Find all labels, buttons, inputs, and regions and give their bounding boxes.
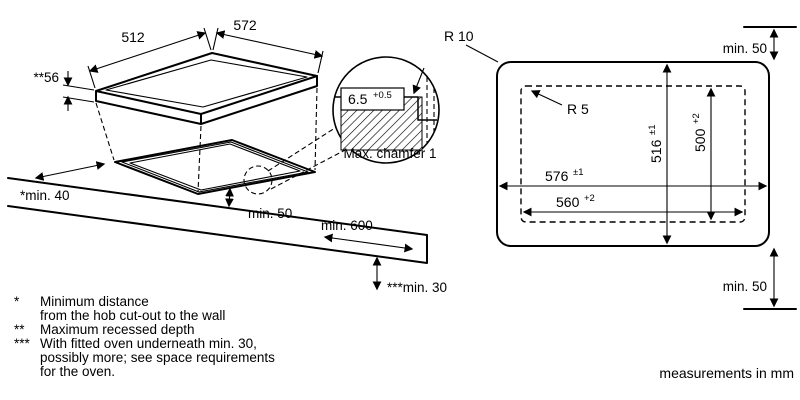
worktop-outline xyxy=(7,177,428,264)
dim-min40-label: *min. 40 xyxy=(20,188,70,203)
detail-source-circle xyxy=(243,165,273,195)
dim-min-50-front: min. 50 xyxy=(225,187,292,221)
footnote-line: from the hob cut-out to the wall xyxy=(40,308,225,323)
hob-perspective-drawing: 512 572 **56 *min. 40 xyxy=(7,17,447,379)
dim-500-label: 500 xyxy=(692,128,708,152)
dim-min-30: ***min. 30 xyxy=(372,256,447,295)
footnote-line: possibly more; see space requirements xyxy=(40,350,275,365)
detail-connector-lines xyxy=(267,125,348,190)
chamfer-arrow xyxy=(412,67,425,95)
dim-512-label: 512 xyxy=(121,29,145,45)
chamfer-note-label: Max. chamfer 1 xyxy=(343,146,436,161)
cutout-inner-rect xyxy=(520,85,746,223)
dim-min50-top-label: min. 50 xyxy=(723,41,767,56)
units-note: measurements in mm xyxy=(659,365,794,381)
chamfer-detail: 6.5 +0.5 Max. chamfer 1 xyxy=(332,56,440,164)
footnote-marker-2: ** xyxy=(14,322,25,337)
dim-recessed-depth: **56 xyxy=(33,70,95,111)
footnote-marker-3: *** xyxy=(14,336,31,351)
cutout-top-view: R 10 R 5 576 ±1 560 +2 516 ±1 xyxy=(444,26,797,381)
radius-outer-callout: R 10 xyxy=(444,28,499,63)
footnote-line: for the oven. xyxy=(40,364,115,379)
footnote-marker-1: * xyxy=(14,294,20,309)
footnote-line: With fitted oven underneath min. 30, xyxy=(40,336,257,351)
chamfer-tolerance-label: +0.5 xyxy=(373,90,392,101)
projection-lines xyxy=(95,87,318,193)
dim-560-label: 560 xyxy=(556,194,580,210)
cutout-outer-rect xyxy=(496,61,770,247)
dim-516-tol: ±1 xyxy=(647,125,658,136)
worktop-cutout-outline xyxy=(114,139,316,195)
dim-min30-label: ***min. 30 xyxy=(387,280,447,295)
dim-hob-width: 572 xyxy=(212,17,324,74)
dim-500-tol: +2 xyxy=(691,113,702,124)
dim-min50-bottom-label: min. 50 xyxy=(723,279,767,294)
dim-inner-width: 560 +2 xyxy=(522,193,744,217)
dim-outer-width: 576 ±1 xyxy=(498,167,768,191)
r10-label: R 10 xyxy=(444,28,474,44)
hob-outline xyxy=(95,52,318,125)
footnotes: * Minimum distance from the hob cut-out … xyxy=(14,294,275,379)
dim-572-label: 572 xyxy=(233,17,257,33)
dim-min-40: *min. 40 xyxy=(20,161,106,203)
footnote-line: Minimum distance xyxy=(40,294,149,309)
hob-edge-dashed xyxy=(426,77,435,143)
dim-576-label: 576 xyxy=(545,168,569,184)
dim-min-600: min. 600 xyxy=(321,218,414,253)
footnote-line: Maximum recessed depth xyxy=(40,322,195,337)
dim-min50-front-label: min. 50 xyxy=(248,206,292,221)
dim-hob-depth: 512 xyxy=(87,27,212,89)
dim-inner-height: 500 +2 xyxy=(691,87,716,221)
dim-576-tol: ±1 xyxy=(573,167,584,178)
dim-outer-height: 516 ±1 xyxy=(647,63,672,245)
dim-min50-top: min. 50 xyxy=(723,26,797,61)
dim-56-label: **56 xyxy=(33,70,59,85)
dim-560-tol: +2 xyxy=(584,193,595,204)
dim-516-label: 516 xyxy=(648,139,664,163)
dim-min50-bottom: min. 50 xyxy=(723,247,797,310)
chamfer-value-label: 6.5 xyxy=(348,91,368,107)
dim-min600-label: min. 600 xyxy=(321,218,373,233)
radius-inner-callout: R 5 xyxy=(530,90,589,117)
chamfer-dim-box xyxy=(340,87,405,111)
r5-label: R 5 xyxy=(567,101,589,117)
